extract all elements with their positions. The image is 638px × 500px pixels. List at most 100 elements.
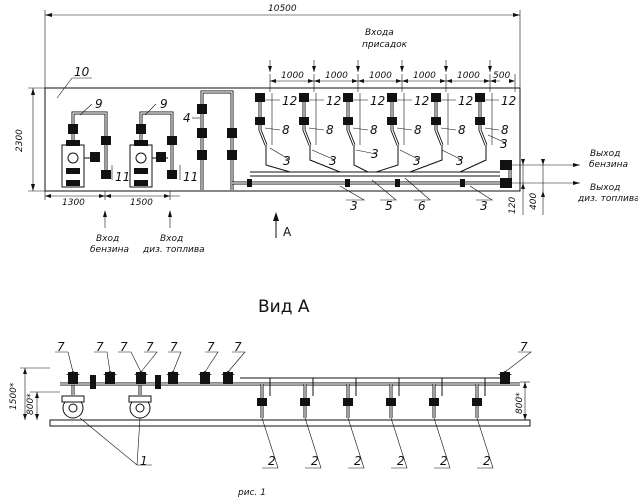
callout-8-e: 8	[458, 123, 466, 137]
callout-8-c: 8	[370, 123, 378, 137]
dim-left-1: 1300	[62, 198, 85, 208]
view-title: Вид А	[258, 297, 310, 317]
callouts-12-8: 12 12 12 12 12 12 8 8 8 8 8 8	[264, 94, 516, 137]
callout-2-b: 2	[311, 454, 319, 468]
overall-length-dimension: 10 500	[44, 4, 521, 88]
additive-unit-4	[375, 93, 405, 173]
view-a-additive-3	[343, 378, 357, 418]
callout-2-d: 2	[397, 454, 405, 468]
callouts-9-11-4: 9 9 11 11 4	[79, 97, 200, 184]
pump-front-1	[61, 378, 85, 419]
figure-caption: рис. 1	[237, 488, 266, 498]
callouts-7: 7 7 7 7 7 7 7 7	[55, 340, 532, 373]
callout-3-g: 3	[350, 199, 358, 213]
gasoline-output-label-2: бензина	[589, 160, 628, 170]
dim-height: 2300	[15, 129, 25, 152]
gasoline-input-label-2: бензина	[90, 245, 129, 255]
callout-2-e: 2	[440, 454, 448, 468]
callout-7-c: 7	[120, 340, 128, 354]
dim-spacing-3: 1000	[369, 71, 392, 81]
callout-2-f: 2	[483, 454, 491, 468]
view-a-additive-5	[429, 378, 443, 418]
additive-unit-2	[299, 93, 341, 173]
diesel-input-label-2: диз. топлива	[142, 245, 205, 255]
additive-input-label-1: Входа	[365, 28, 394, 38]
callout-7-f: 7	[207, 340, 215, 354]
callout-3-a: 3	[283, 154, 291, 168]
callouts-3: 3 3 3 3 3 3 3 3 5 6	[269, 134, 508, 213]
diesel-input-label-1: Вход	[160, 234, 183, 244]
additive-unit-1	[255, 93, 291, 173]
callout-12-d: 12	[414, 94, 429, 108]
callout-2-c: 2	[354, 454, 362, 468]
callout-8-a: 8	[282, 123, 290, 137]
main-header-pipes	[232, 160, 512, 188]
dim-spacing-2: 1000	[325, 71, 348, 81]
supply-pipes	[197, 90, 237, 190]
diesel-output-label-2: диз. топлива	[577, 194, 638, 204]
callout-9-a: 9	[95, 97, 103, 111]
callout-3-d: 3	[413, 154, 421, 168]
callout-12-b: 12	[326, 94, 341, 108]
dim-side-1500: 1500*	[9, 382, 19, 410]
callouts-1-2: 1 2 2 2 2 2 2	[79, 417, 494, 469]
callout-10-label: 10	[74, 65, 90, 79]
dim-right-400: 400	[529, 193, 539, 210]
additive-units	[255, 93, 493, 173]
view-a-additive-6	[472, 378, 486, 418]
callout-7-h: 7	[520, 340, 528, 354]
callout-7-g: 7	[234, 340, 242, 354]
callout-8-f: 8	[501, 123, 509, 137]
callout-12-f: 12	[501, 94, 516, 108]
dim-spacing-4: 1000	[413, 71, 436, 81]
dim-right-120: 120	[508, 197, 518, 214]
outputs: Выход бензина Выход диз. топлива 120 400	[508, 149, 638, 215]
gasoline-output-label-1: Выход	[590, 149, 620, 159]
view-arrow-label: A	[283, 225, 292, 239]
additive-input-label-2: присадок	[362, 40, 408, 50]
callout-6: 6	[418, 199, 426, 213]
callout-12-a: 12	[282, 94, 297, 108]
view-arrow-a: A	[273, 212, 292, 239]
side-dimensions: 1500* 800* 800*	[9, 367, 530, 420]
callout-3-h: 3	[480, 199, 488, 213]
additive-input-arrows: Входа присадок	[268, 28, 492, 72]
dim-spacing-1: 1000	[281, 71, 304, 81]
pump-unit-gasoline	[61, 111, 111, 188]
callout-9-b: 9	[160, 97, 168, 111]
callout-11-a: 11	[115, 170, 130, 184]
callout-12-c: 12	[370, 94, 385, 108]
dim-total-length: 10500	[268, 4, 297, 14]
callout-8-b: 8	[326, 123, 334, 137]
callout-8-d: 8	[414, 123, 422, 137]
callout-10: 10	[56, 65, 92, 99]
callout-2-a: 2	[268, 454, 276, 468]
callout-7-e: 7	[170, 340, 178, 354]
callout-11-b: 11	[183, 170, 198, 184]
diesel-output-label-1: Выход	[590, 183, 620, 193]
fuel-input-arrows: Вход бензина Вход диз. топлива	[90, 210, 205, 255]
dim-side-800-right: 800*	[515, 392, 525, 414]
height-dimension: 2300	[15, 87, 45, 192]
callout-3-e: 3	[456, 154, 464, 168]
additive-spacing-dimensions: 1000 1000 1000 1000 1000 500	[269, 71, 516, 92]
callout-3-f: 3	[500, 137, 508, 151]
callout-4: 4	[183, 111, 191, 125]
view-a-additive-1	[257, 378, 271, 418]
additive-unit-6	[459, 93, 493, 173]
view-a-additive-units	[257, 378, 486, 418]
dim-spacing-6: 500	[493, 71, 510, 81]
dim-spacing-5: 1000	[457, 71, 480, 81]
pump-unit-diesel	[129, 111, 177, 188]
dim-side-800-left: 800*	[26, 393, 36, 415]
view-a-additive-2	[300, 378, 314, 418]
frame-outline	[44, 87, 521, 192]
view-a-header	[60, 371, 520, 389]
gasoline-input-label-1: Вход	[96, 234, 119, 244]
callout-12-e: 12	[458, 94, 473, 108]
view-a-additive-4	[386, 378, 400, 418]
dim-left-2: 1500	[130, 198, 153, 208]
callout-7-d: 7	[146, 340, 154, 354]
callout-7-a: 7	[57, 340, 65, 354]
